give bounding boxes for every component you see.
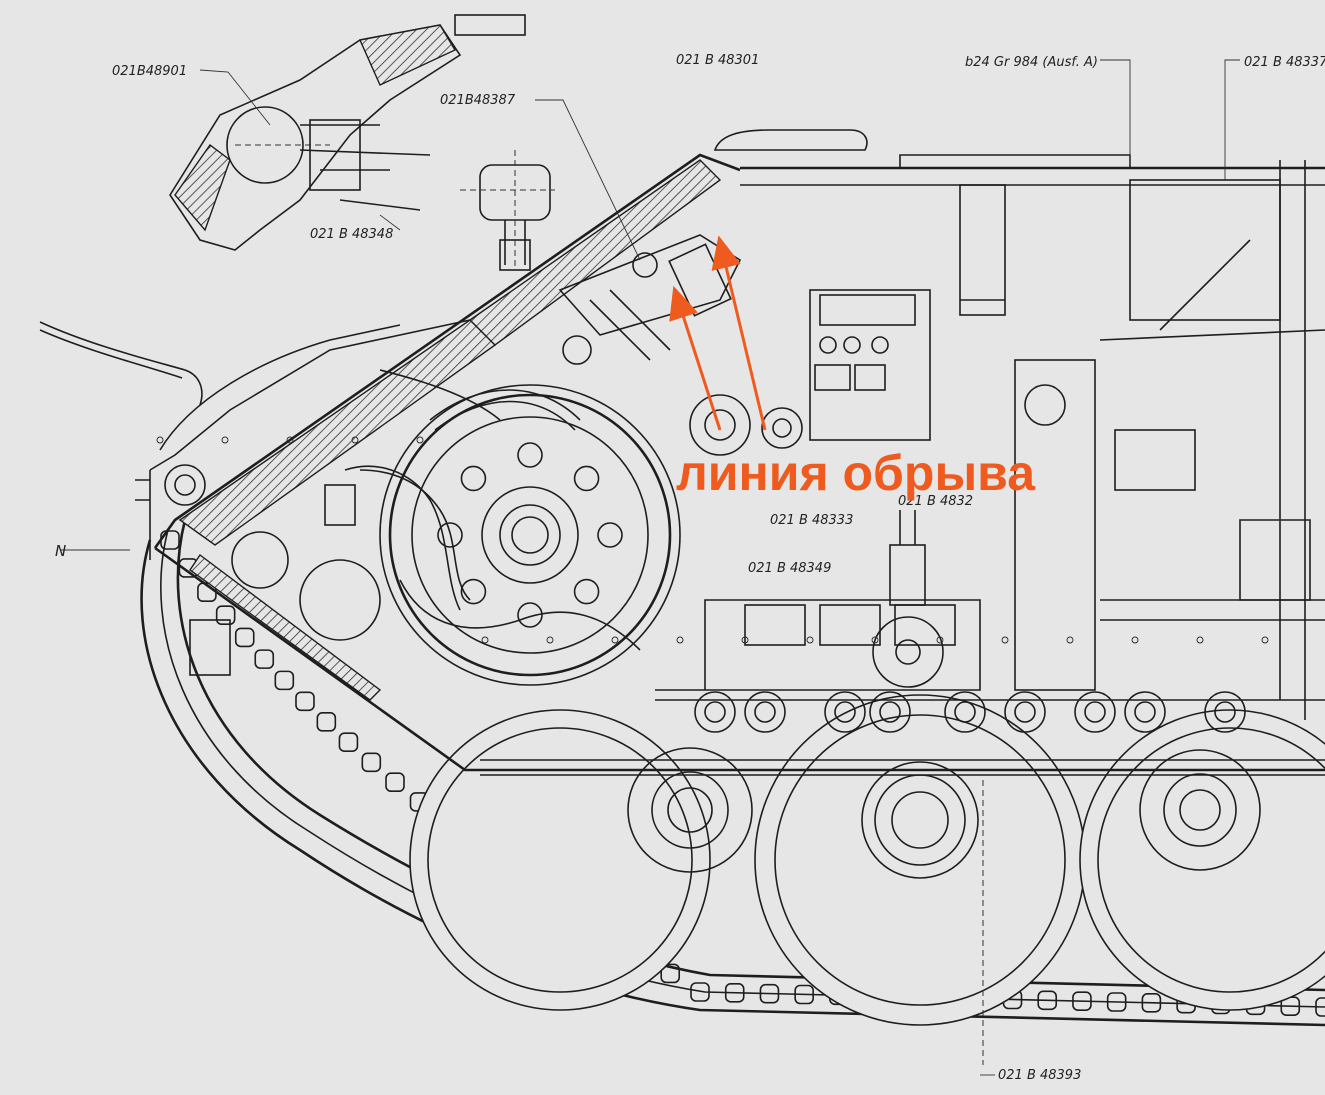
callout-021B48901: 021B48901 <box>112 64 187 79</box>
part-callouts: 021B48901 021B48387 021 B 48301 b24 Gr 9… <box>55 53 1325 1083</box>
bolt <box>156 436 164 444</box>
track-link <box>1315 997 1325 1017</box>
bolt <box>286 436 294 444</box>
bolt <box>1001 636 1009 644</box>
track-link <box>316 712 337 732</box>
track-link <box>338 732 359 752</box>
return-roller-hub <box>1134 701 1156 723</box>
bolt <box>546 636 554 644</box>
road-wheels <box>409 694 1325 1026</box>
track-link <box>794 984 814 1005</box>
return-roller-hub <box>754 701 776 723</box>
bolt <box>416 436 424 444</box>
callout-b24Gr984: b24 Gr 984 (Ausf. A) <box>965 55 1098 70</box>
annotation-arrow-left <box>669 285 722 431</box>
track-link <box>1141 993 1162 1013</box>
bolt <box>676 636 684 644</box>
bolt <box>351 436 359 444</box>
bolt <box>1066 636 1074 644</box>
return-roller <box>1004 691 1046 733</box>
sprocket-hole <box>517 602 543 628</box>
bolt-row <box>156 436 1269 644</box>
road-wheel-front <box>409 709 711 1011</box>
track-link <box>234 627 255 648</box>
return-roller <box>694 691 736 733</box>
callout-021B48337: 021 B 48337 <box>1244 55 1325 70</box>
return-roller <box>824 691 866 733</box>
bolt <box>481 636 489 644</box>
return-roller <box>944 691 986 733</box>
annotation-label: линия обрыва <box>676 445 1036 501</box>
return-roller <box>744 691 786 733</box>
return-roller-hub <box>1084 701 1106 723</box>
break-line-annotation: линия обрыва <box>669 235 1036 501</box>
return-roller <box>869 691 911 733</box>
callout-021B48393: 021 B 48393 <box>998 1068 1081 1083</box>
drive-sprocket <box>344 369 681 686</box>
return-roller-hub <box>879 701 901 723</box>
sprocket-hole <box>517 442 543 468</box>
leader-lines <box>60 59 1240 1076</box>
sprocket-holes <box>437 442 623 628</box>
return-roller-hub <box>1014 701 1036 723</box>
bolt <box>806 636 814 644</box>
bolt <box>1261 636 1269 644</box>
track-link <box>295 691 315 712</box>
return-roller <box>1074 691 1116 733</box>
callout-021B48348: 021 B 48348 <box>310 227 393 242</box>
return-roller <box>1124 691 1166 733</box>
track-link <box>660 963 681 984</box>
hull <box>39 129 1325 776</box>
bolt <box>871 636 879 644</box>
callout-021B48333: 021 B 48333 <box>770 513 853 528</box>
road-wheel-rear <box>1079 709 1325 1011</box>
track-link <box>724 983 745 1003</box>
track-link <box>759 983 780 1004</box>
track-link <box>274 670 295 691</box>
track-link <box>1037 990 1058 1011</box>
track-link <box>215 605 236 626</box>
road-wheel-center <box>754 694 1086 1026</box>
hatch-detail <box>169 14 555 271</box>
bolt <box>1196 636 1204 644</box>
track-link <box>1072 991 1092 1011</box>
sprocket-hole <box>573 578 600 605</box>
callout-021B48349: 021 B 48349 <box>748 561 831 576</box>
return-roller-hub <box>834 701 856 723</box>
return-rollers <box>694 691 1246 733</box>
sprocket-hole <box>573 465 600 492</box>
sprocket-hole <box>597 522 623 548</box>
return-roller-hub <box>954 701 976 723</box>
track-link <box>690 982 710 1002</box>
track-link <box>385 772 405 793</box>
sprocket-hole <box>437 522 463 548</box>
sprocket-hole <box>460 465 487 492</box>
track-link <box>1106 992 1127 1012</box>
bolt <box>1131 636 1139 644</box>
callout-021B48301: 021 B 48301 <box>676 53 759 68</box>
bolt <box>611 636 619 644</box>
return-roller <box>1204 691 1246 733</box>
callout-021B48332: 021 B 4832 <box>898 494 973 509</box>
bolt <box>936 636 944 644</box>
bolt <box>221 436 229 444</box>
annotation-arrow-right <box>711 235 767 431</box>
callout-021B48387: 021B48387 <box>440 93 516 108</box>
section-mark: N <box>55 542 66 560</box>
return-roller-hub <box>1214 701 1236 723</box>
return-roller-hub <box>704 701 726 723</box>
track-link <box>361 752 382 773</box>
bolt <box>741 636 749 644</box>
track-link <box>254 649 275 669</box>
sprocket-hole <box>460 578 487 605</box>
